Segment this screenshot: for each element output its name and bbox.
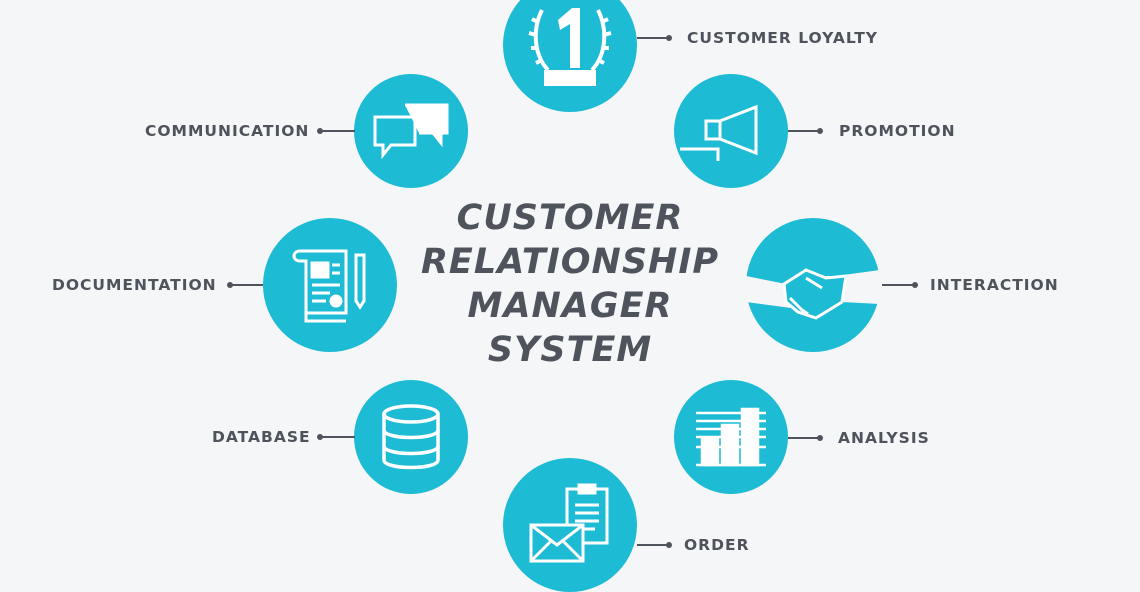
interaction-node <box>746 218 880 352</box>
customer-loyalty-label: CUSTOMER LOYALTY <box>687 29 879 47</box>
database-node <box>354 380 468 494</box>
title-line: MANAGER <box>467 286 673 326</box>
customer-loyalty-node <box>503 0 637 112</box>
database-icon <box>382 404 440 470</box>
speech-bubbles-icon <box>373 103 449 160</box>
analysis-label: ANALYSIS <box>838 429 930 447</box>
promotion-label: PROMOTION <box>839 122 956 140</box>
title-line: RELATIONSHIP <box>420 242 719 282</box>
promotion-node <box>674 74 788 188</box>
documentation-node <box>263 218 397 352</box>
bar-chart-icon <box>696 407 766 467</box>
order-node <box>503 458 637 592</box>
envelope-clipboard-icon <box>529 483 609 563</box>
database-label: DATABASE <box>212 428 311 446</box>
handshake-icon <box>746 268 880 320</box>
documentation-label: DOCUMENTATION <box>52 276 217 294</box>
number-one-laurel-icon <box>528 8 612 86</box>
analysis-node <box>674 380 788 494</box>
title-line: SYSTEM <box>487 330 653 370</box>
communication-node <box>354 74 468 188</box>
title-line: CUSTOMER <box>456 198 684 238</box>
diagram-title: CUSTOMER RELATIONSHIP MANAGER SYSTEM <box>370 196 770 372</box>
document-scroll-icon <box>292 249 366 323</box>
interaction-label: INTERACTION <box>930 276 1059 294</box>
order-label: ORDER <box>684 536 750 554</box>
megaphone-icon <box>680 104 758 161</box>
communication-label: COMMUNICATION <box>145 122 310 140</box>
